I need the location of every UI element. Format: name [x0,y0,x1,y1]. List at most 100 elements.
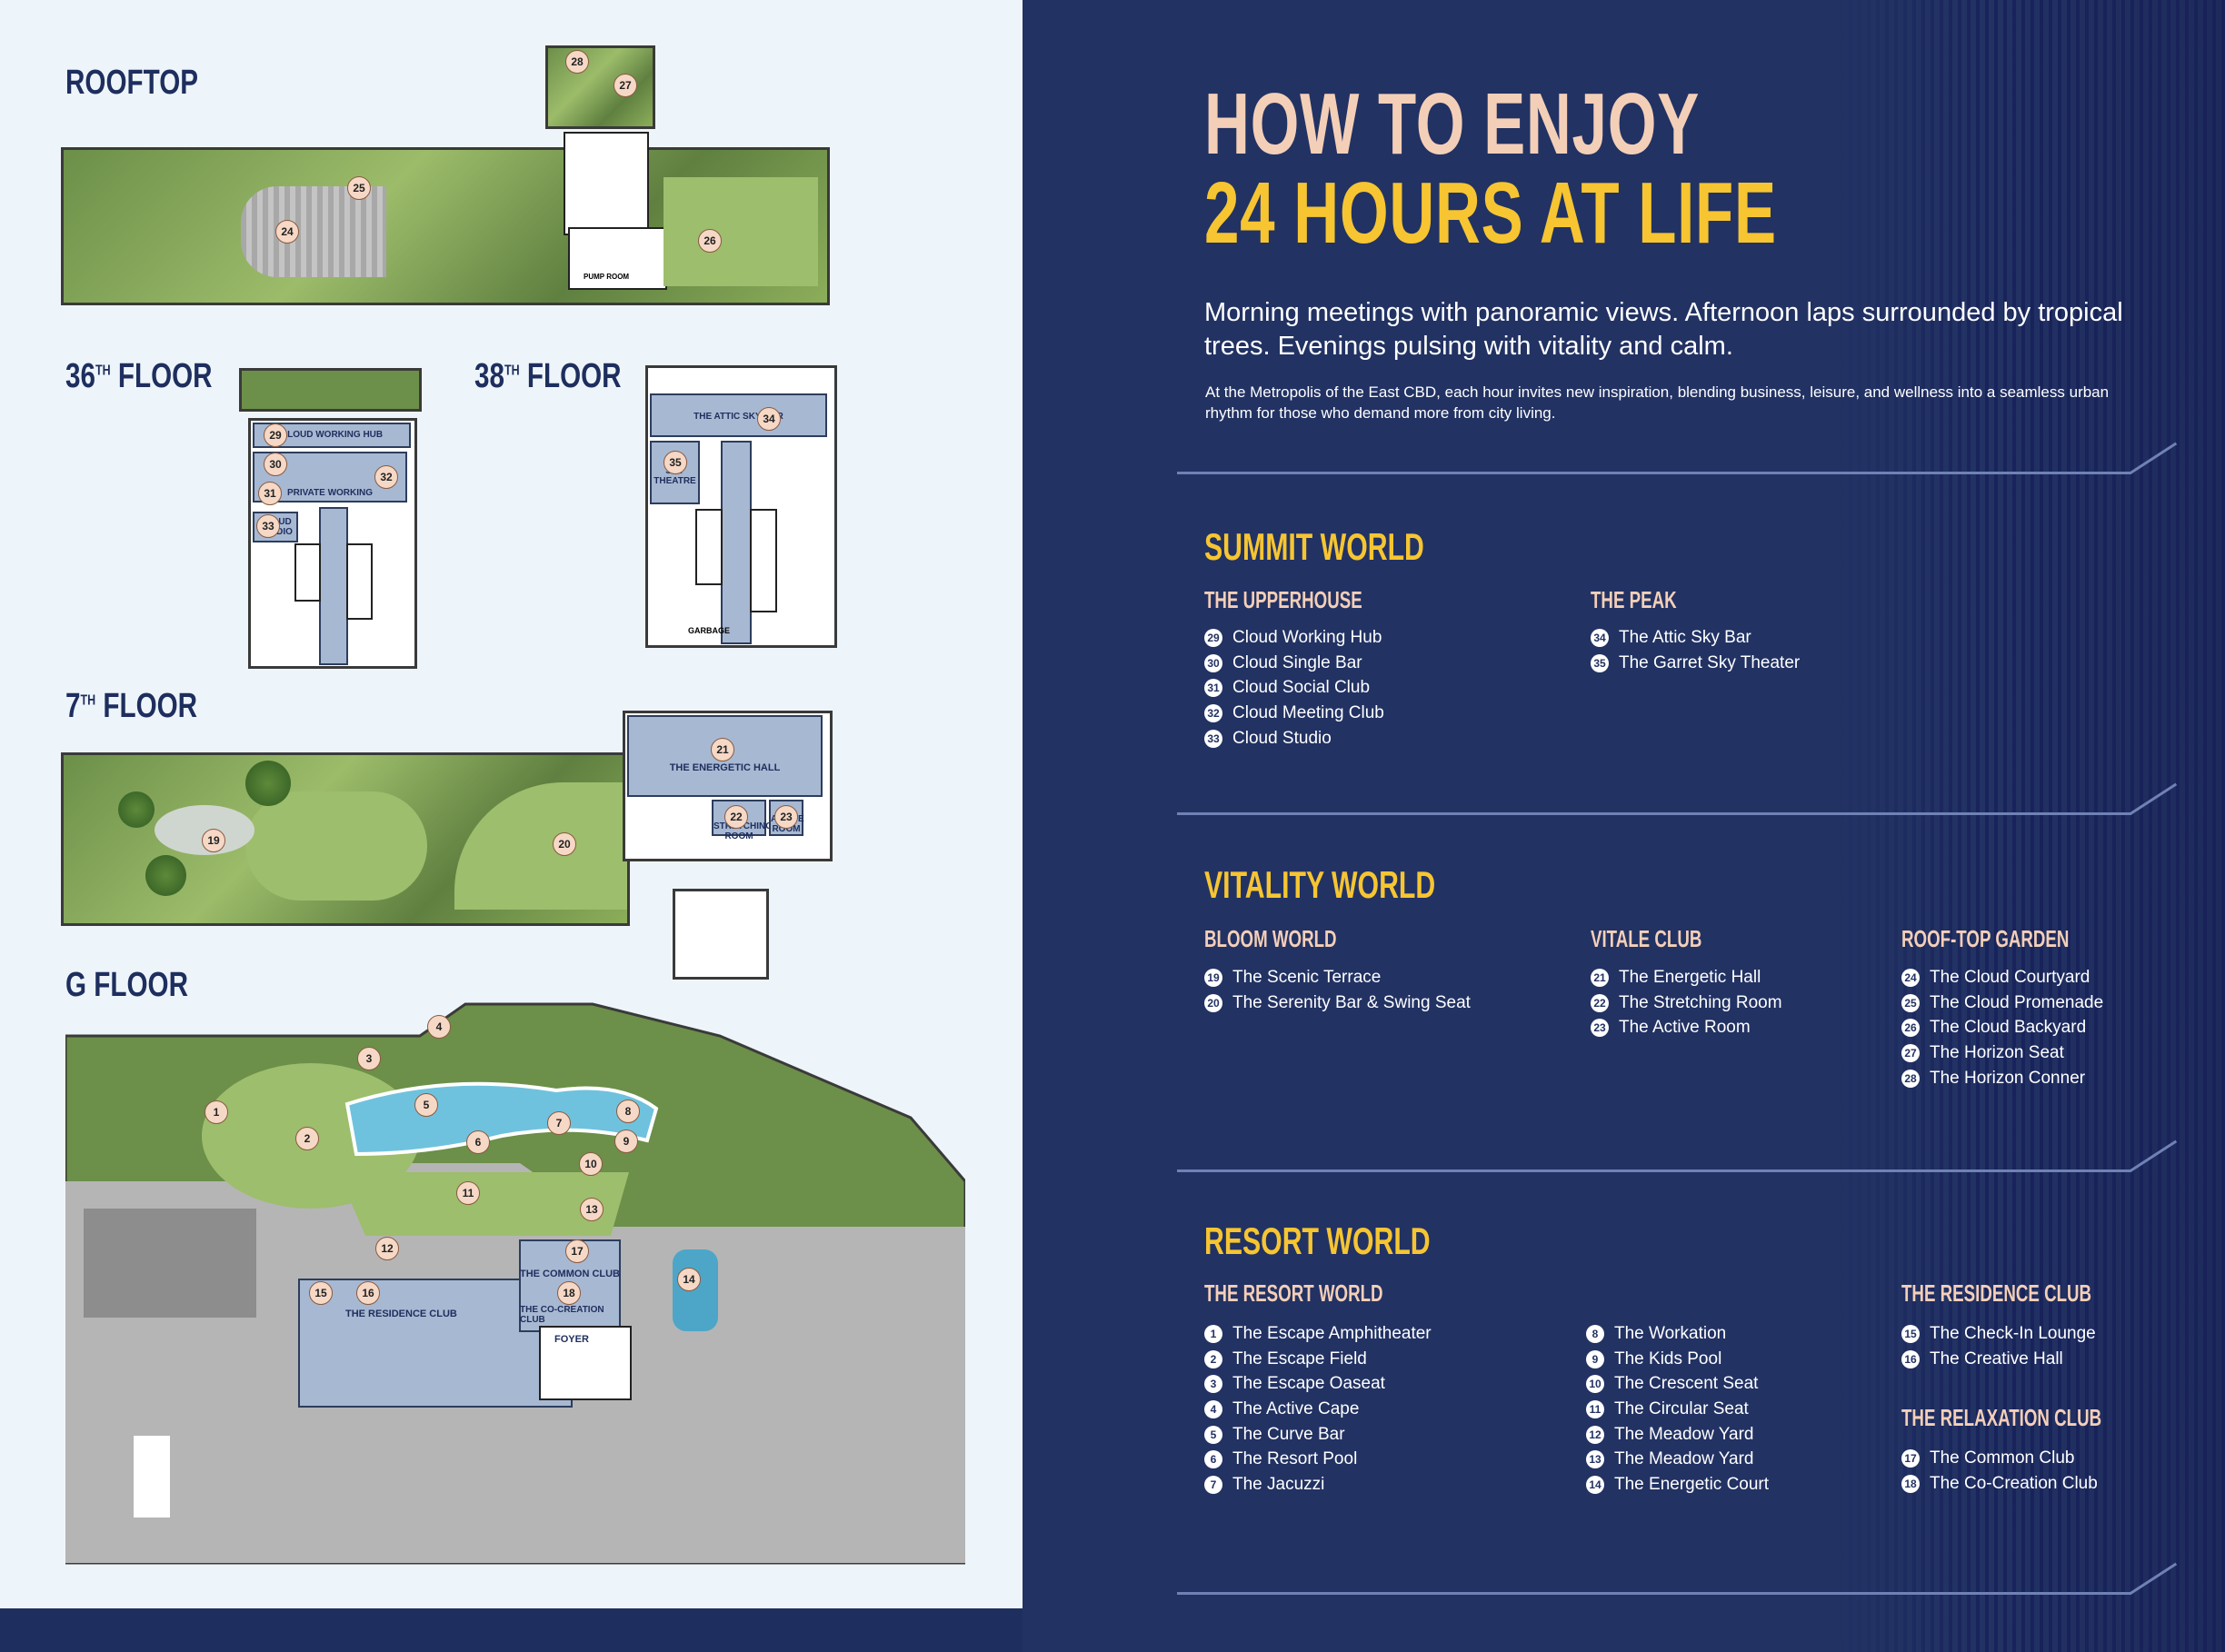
list-item: 7 The Jacuzzi [1204,1472,1432,1498]
list-item: 34 The Attic Sky Bar [1591,625,1800,651]
g-floor-label: G FLOOR [65,966,189,1004]
number-badge: 3 [1204,1375,1222,1394]
cocreation-club-label: THE CO-CREATION CLUB [520,1305,604,1325]
divider-2 [1177,812,2131,815]
list-item: 19 The Scenic Terrace [1204,965,1471,990]
list-item: 26 The Cloud Backyard [1901,1015,2103,1040]
list-item-label: The Serenity Bar & Swing Seat [1232,992,1471,1012]
bottom-band [0,1608,1027,1652]
floor-7-garden [61,752,630,926]
list-item-label: Cloud Social Club [1232,678,1371,698]
marker-31: 31 [258,482,282,505]
list-item-label: The Scenic Terrace [1232,967,1382,987]
list-item-label: The Stretching Room [1619,992,1782,1012]
marker-3: 3 [357,1047,381,1070]
content-panel [1023,0,2225,1652]
marker-7: 7 [547,1111,571,1135]
marker-28: 28 [565,50,589,74]
marker-25: 25 [347,176,371,200]
marker-26: 26 [698,229,722,253]
rooftop-label: ROOFTOP [65,64,199,102]
marker-9: 9 [614,1130,638,1153]
garbage-label: GARBAGE [688,626,731,635]
marker-13: 13 [580,1198,604,1221]
number-badge: 26 [1901,1019,1920,1038]
divider-1 [1177,472,2131,474]
list-item-label: The Cloud Courtyard [1930,967,2090,987]
floor-7-core [673,889,769,980]
list-item: 30 Cloud Single Bar [1204,651,1384,676]
list-item-label: The Meadow Yard [1614,1424,1754,1444]
marker-23: 23 [774,805,798,829]
list-item-label: The Workation [1614,1323,1727,1343]
number-badge: 7 [1204,1475,1222,1494]
number-badge: 9 [1586,1349,1604,1368]
marker-1: 1 [205,1100,228,1124]
floor-36-label: 36TH FLOOR [65,357,213,395]
list-item-label: The Attic Sky Bar [1619,627,1751,647]
list-item-label: The Cloud Backyard [1930,1018,2087,1038]
list-item-label: Cloud Single Bar [1232,652,1362,672]
floor-7-plan: THE ENERGETIC HALL STRETCHING ROOM ACTIV… [623,711,833,861]
list-item-label: The Cloud Promenade [1930,992,2104,1012]
floor-38-label: 38TH FLOOR [474,357,622,395]
marker-22: 22 [724,805,748,829]
page-title-line2: 24 HOURS AT LIFE [1204,164,1777,262]
number-badge: 21 [1591,968,1609,987]
marker-19: 19 [202,829,225,852]
relaxation-club-title: THE RELAXATION CLUB [1901,1404,2102,1431]
number-badge: 31 [1204,679,1222,698]
marker-35: 35 [664,451,687,474]
marker-32: 32 [374,465,398,489]
common-club-label: THE COMMON CLUB [520,1269,620,1279]
marker-11: 11 [456,1181,480,1205]
floor-36-garden [239,368,422,412]
number-badge: 35 [1591,653,1609,672]
pump-room-label: PUMP ROOM [584,273,630,281]
number-badge: 30 [1204,653,1222,672]
g-floor-plan [65,1002,965,1565]
residence-club-title: THE RESIDENCE CLUB [1901,1279,2092,1307]
list-item-label: The Escape Oaseat [1232,1374,1385,1394]
list-item-label: The Jacuzzi [1232,1474,1325,1494]
number-badge: 25 [1901,993,1920,1012]
number-badge: 34 [1591,628,1609,647]
resort-world-title: RESORT WORLD [1204,1219,1431,1262]
marker-24: 24 [275,220,299,244]
resort-group-title: THE RESORT WORLD [1204,1279,1383,1307]
number-badge: 19 [1204,968,1222,987]
foyer-label: FOYER [554,1334,589,1345]
list-item-label: The Active Room [1619,1018,1751,1038]
lift-lobby-36 [319,507,348,665]
marker-12: 12 [375,1237,399,1260]
floor-38-plan: THE ATTIC SKY BAR SKY THEATRE GARBAGE [645,365,837,648]
marker-27: 27 [614,74,637,97]
marker-30: 30 [264,453,287,476]
number-badge: 12 [1586,1425,1604,1444]
number-badge: 16 [1901,1349,1920,1368]
divider-4 [1177,1592,2131,1595]
